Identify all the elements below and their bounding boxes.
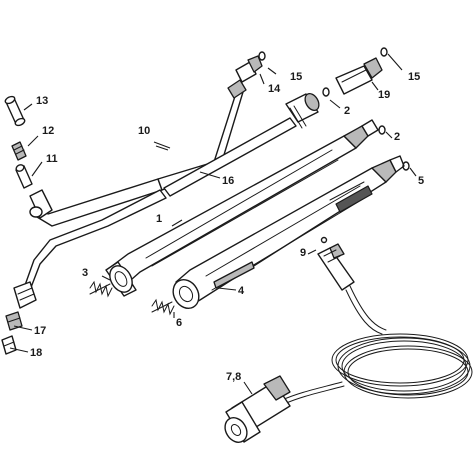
callout-12: 12: [42, 125, 54, 137]
part-11-sleeve: [15, 164, 33, 189]
callout-19: 19: [378, 89, 390, 101]
callout-1: 1: [156, 213, 162, 225]
callout-4: 4: [238, 285, 245, 297]
o-ring-2-middle: [378, 125, 386, 135]
part-6-spring: [151, 298, 175, 316]
part-18-nut: [1, 335, 17, 355]
callout-11: 11: [46, 153, 58, 165]
o-ring-15-left: [258, 51, 266, 61]
callout-9: 9: [300, 247, 306, 259]
callout-10: 10: [138, 125, 150, 137]
callout-14: 14: [268, 83, 281, 95]
callout-7-8: 7,8: [226, 371, 241, 383]
part-1-spray-tube: [105, 119, 379, 297]
callout-15-right: 15: [408, 71, 420, 83]
callout-5: 5: [418, 175, 424, 187]
part-4-spray-tube: [172, 155, 405, 310]
part-10-lower-lance: [13, 189, 167, 309]
callout-17: 17: [34, 325, 46, 337]
part-3-spring: [89, 280, 113, 298]
part-9-hose: [281, 236, 473, 405]
callouts: 13 12 11 10 16 14 15 2 19 15 2 5 1 3 4 6…: [30, 71, 424, 383]
leader-lines: [9, 53, 417, 395]
part-16-straight-lance: [163, 92, 320, 197]
part-19-fitting: [335, 57, 383, 95]
callout-2-top: 2: [344, 105, 350, 117]
part-14-fitting: [235, 55, 263, 83]
callout-18: 18: [30, 347, 42, 359]
part-12-nut: [11, 141, 27, 161]
o-ring-5: [402, 161, 410, 171]
callout-16: 16: [222, 175, 234, 187]
callout-3: 3: [82, 267, 88, 279]
part-17-nut: [5, 311, 23, 331]
callout-13: 13: [36, 95, 48, 107]
callout-2-middle: 2: [394, 131, 400, 143]
callout-6: 6: [176, 317, 182, 329]
o-rings: [258, 47, 410, 171]
o-ring-15-right: [380, 47, 388, 57]
callout-15-left: 15: [290, 71, 302, 83]
part-7-8-swivel: [224, 375, 291, 443]
o-ring-2-top: [322, 87, 330, 97]
part-13-cap: [4, 95, 26, 127]
